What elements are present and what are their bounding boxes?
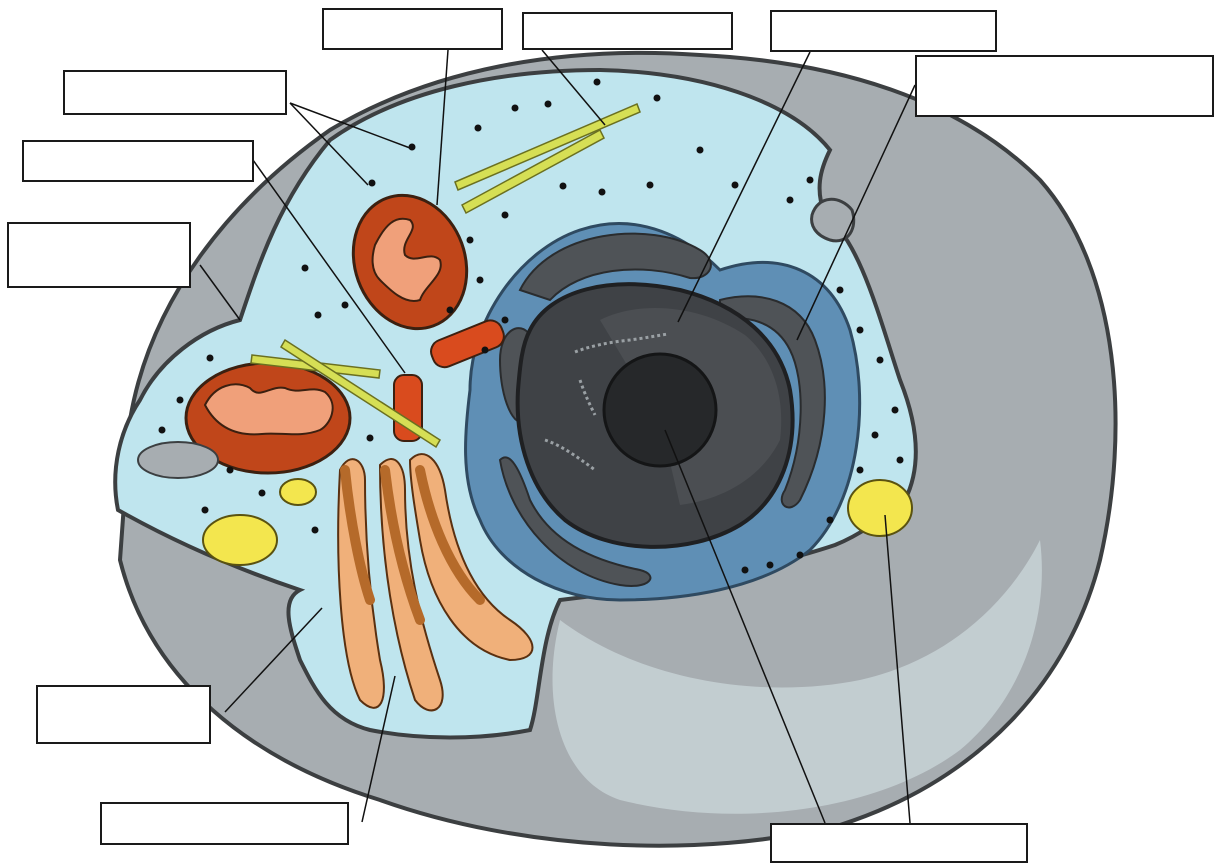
lysosome-1 [203,515,277,565]
vesicle [138,442,218,478]
label-box-upper-left[interactable] [63,70,287,115]
nucleolus [604,354,716,466]
label-box-left-1[interactable] [22,140,254,182]
label-box-bottom-left[interactable] [36,685,211,744]
label-box-left-2[interactable] [7,222,191,288]
label-box-top-left[interactable] [322,8,503,50]
label-box-top-center[interactable] [522,12,733,50]
lysosome-2 [280,479,316,505]
pore [812,199,854,241]
label-box-right[interactable] [915,55,1214,117]
label-box-bottom-center[interactable] [100,802,349,845]
label-box-bottom-right[interactable] [770,823,1028,863]
label-box-top-right[interactable] [770,10,997,52]
lysosome-3 [848,480,912,536]
